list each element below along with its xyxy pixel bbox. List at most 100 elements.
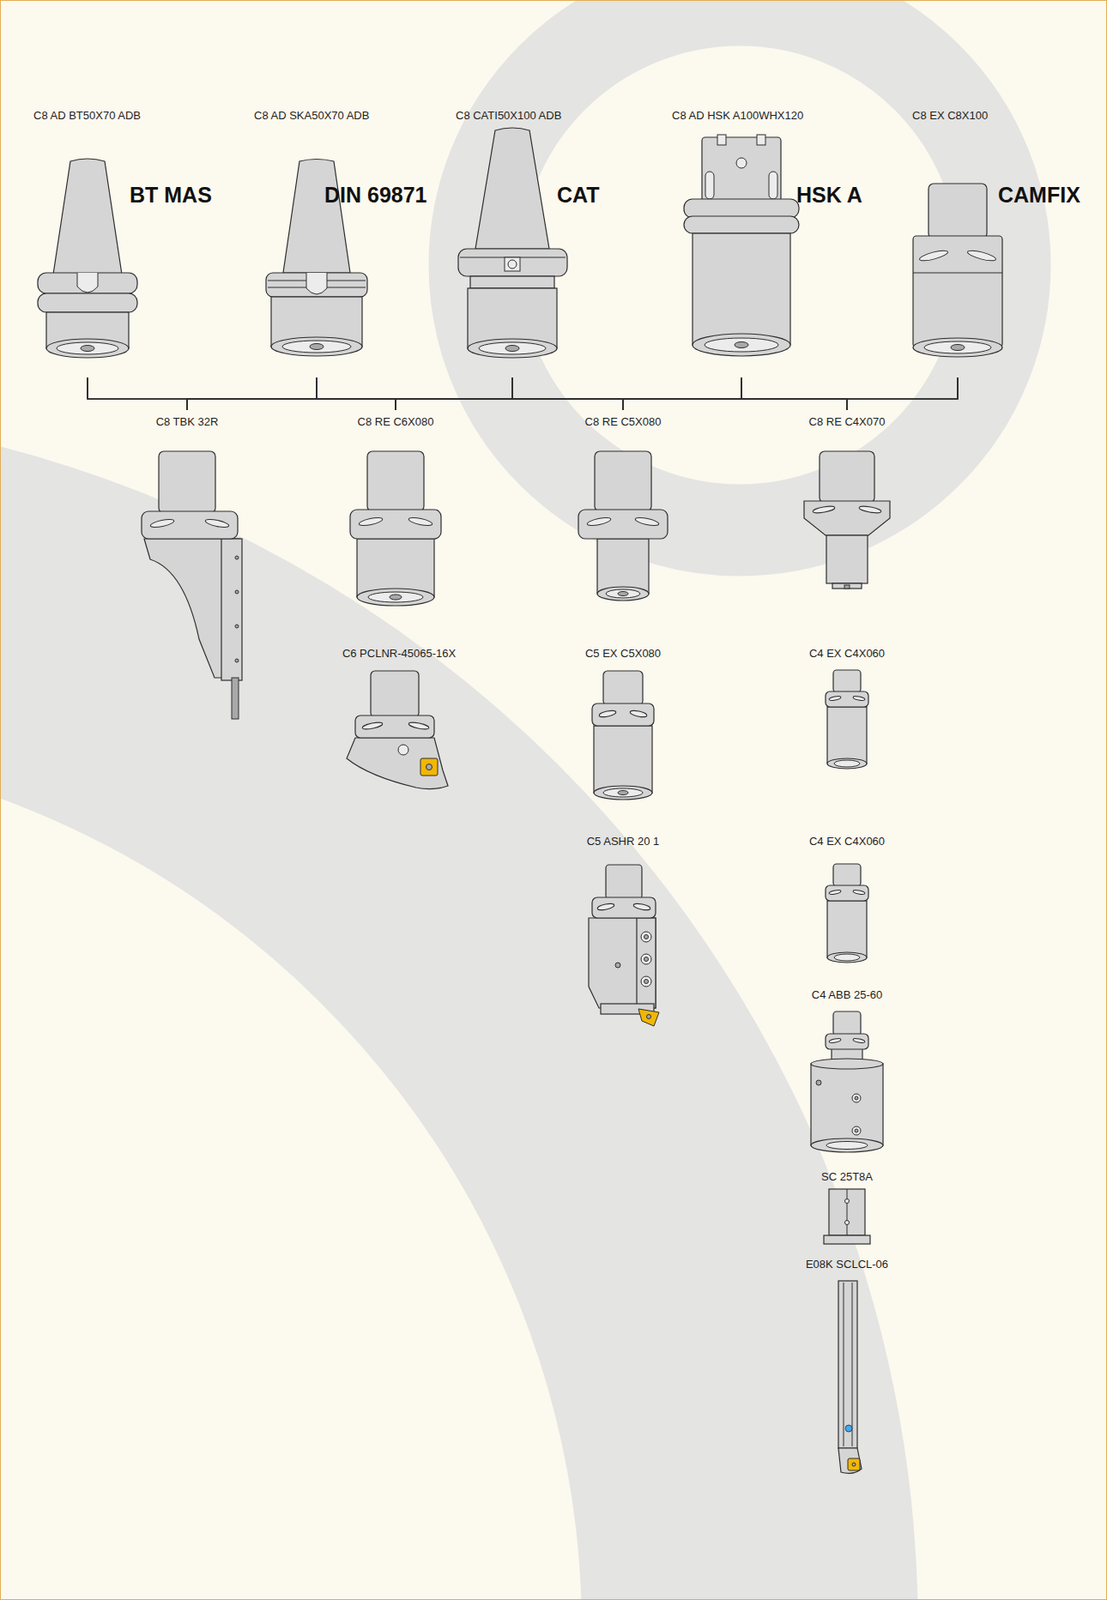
bracket-connector <box>316 377 624 411</box>
tbk-holder-part <box>231 677 239 720</box>
hsk-holder-part <box>692 233 791 345</box>
bracket-connector <box>512 377 624 411</box>
camfix-holder-part <box>913 272 1003 274</box>
camfix-holder <box>913 183 1003 357</box>
extension-c5-part <box>603 788 643 798</box>
tool-node: C6 PCLNR-45065-16X <box>338 641 460 797</box>
bracket-connector <box>187 377 958 411</box>
extension-c4-part <box>833 670 861 693</box>
sleeve-part <box>845 1199 850 1204</box>
bracket-connector <box>316 377 396 411</box>
bt-holder-part <box>77 272 98 293</box>
boring-bar-holder-c4-part <box>833 1011 861 1036</box>
hsk-holder-part <box>683 216 799 234</box>
reducer-c5-part <box>617 592 629 597</box>
bt-holder-part <box>46 338 129 358</box>
cat-holder-part <box>458 248 568 277</box>
tool-node: C5 ASHR 20 1 <box>571 829 675 1032</box>
system-name: CAT <box>556 182 600 207</box>
system-name: HSK A <box>796 182 863 207</box>
bt-holder-part <box>37 272 138 294</box>
tool-node: C8 AD HSK A100WHX120HSK A <box>669 104 863 378</box>
extension-c4-part <box>827 901 867 958</box>
grooving-head-c5-part <box>633 902 652 912</box>
tool-node: SC 25T8A <box>795 1165 899 1249</box>
bracket-connector <box>512 377 847 411</box>
tool-node: C8 TBK 32R <box>129 410 245 726</box>
bracket-connector <box>87 377 188 411</box>
reducer-c5-part <box>578 509 668 539</box>
tbk-holder-part <box>150 518 176 530</box>
reducer-c6-part <box>408 516 434 528</box>
reducer-c6-part <box>350 509 442 539</box>
din-holder-part <box>282 340 351 353</box>
cat-holder-part <box>467 338 557 358</box>
grooving-head-c5-part <box>636 918 656 1009</box>
bracket-connector <box>623 377 958 411</box>
part-code: C8 RE C5X080 <box>571 415 675 429</box>
boring-bar-holder-c4-part <box>810 1138 884 1153</box>
boring-bar-holder-c4-part <box>826 1142 868 1150</box>
bracket-connector <box>395 377 513 411</box>
turning-head-c6-part <box>420 758 438 776</box>
bracket-connector <box>316 377 847 411</box>
turning-head-c6-part <box>370 671 419 718</box>
tool-node: C8 EX C8X100CAMFIX <box>909 104 1090 378</box>
grooving-head-c5-part <box>638 1009 660 1027</box>
camfix-holder-part <box>928 183 987 239</box>
grooving-head-c5-part <box>597 902 616 912</box>
reducer-c5-part <box>605 589 641 599</box>
grooving-head-c5-part <box>641 931 652 943</box>
din-holder-part <box>266 272 368 297</box>
extension-c4-part <box>834 760 860 768</box>
grooving-head-c5-part <box>588 918 656 1009</box>
extension-c4-part <box>827 707 867 764</box>
bt-holder-part <box>53 158 122 275</box>
boring-bar-part <box>843 1282 845 1447</box>
grooving-head-c5-part <box>605 865 642 900</box>
reducer-c5-part <box>597 586 649 601</box>
hsk-holder-part <box>705 171 714 200</box>
boring-bar-holder-c4-part <box>828 1038 842 1045</box>
tbk-holder-part <box>158 451 216 514</box>
hsk-holder-part <box>768 171 778 200</box>
sleeve-part <box>828 1189 866 1236</box>
bt-holder-part <box>80 345 95 352</box>
part-code: SC 25T8A <box>795 1170 899 1184</box>
bracket-connector <box>87 377 396 411</box>
camfix-holder-part <box>913 235 1003 348</box>
grooving-head-c5-part <box>647 1015 652 1020</box>
system-name: DIN 69871 <box>324 182 428 207</box>
extension-c4-part <box>827 952 867 963</box>
hsk-holder-part <box>717 134 726 146</box>
camfix-holder-part <box>913 338 1003 357</box>
boring-bar-part <box>838 1281 858 1449</box>
hsk-holder-part <box>704 338 779 352</box>
tool-node: C4 EX C4X060 <box>795 641 899 775</box>
boring-bar-holder-c4 <box>810 1011 884 1153</box>
reducer-c5-part <box>594 451 652 512</box>
reducer-c4-part <box>819 451 875 503</box>
extension-c5 <box>592 671 654 800</box>
tool-node: C4 EX C4X060 <box>795 829 899 968</box>
cat-holder-part <box>508 260 517 269</box>
reducer-c4 <box>804 451 890 589</box>
hsk-holder-part <box>692 333 791 357</box>
turning-head-c6-part <box>398 744 409 756</box>
extension-c4-part <box>825 691 869 708</box>
extension-c4-part <box>833 864 861 887</box>
part-code: C4 EX C4X060 <box>795 834 899 848</box>
cat-holder-part <box>478 342 546 355</box>
extension-c5-part <box>629 709 648 719</box>
camfix-holder-part <box>950 344 965 351</box>
reducer-c4-part <box>832 583 862 589</box>
background-ring <box>0 575 751 1600</box>
boring-bar-part <box>845 1425 853 1433</box>
camfix-holder-part <box>919 248 950 264</box>
bracket-connector <box>187 377 742 411</box>
camfix-holder-part <box>924 341 992 354</box>
camfix-holder-part <box>967 248 998 264</box>
sleeve-part <box>823 1235 871 1245</box>
hsk-holder-part <box>701 137 781 202</box>
